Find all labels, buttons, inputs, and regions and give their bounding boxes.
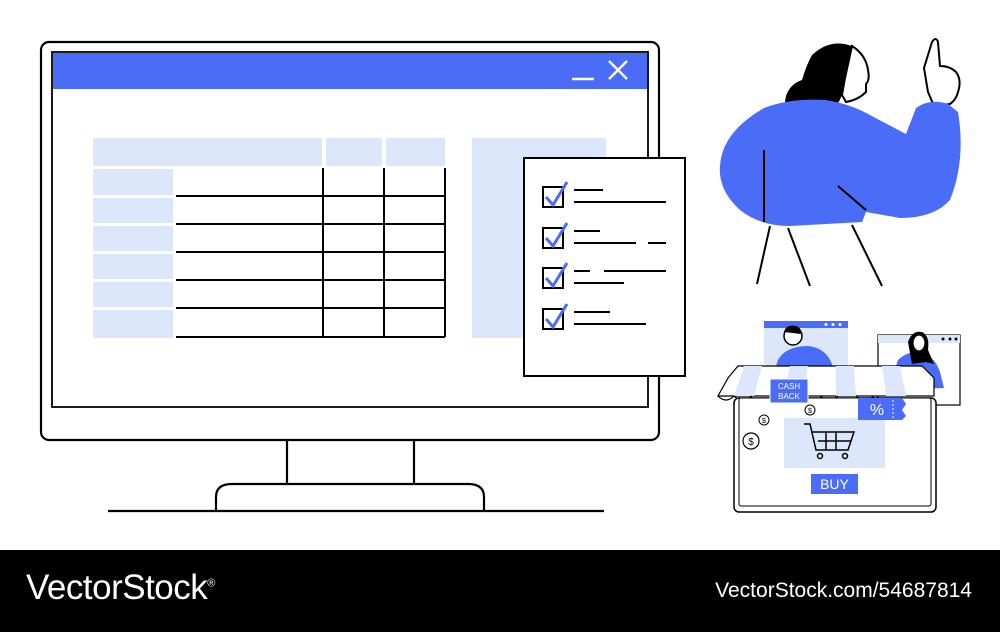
checklist-item xyxy=(542,262,666,289)
online-shop-scene: $ $ $ CASH BACK % BUY xyxy=(716,321,961,513)
table-header-cell xyxy=(326,138,382,166)
monitor-base xyxy=(214,482,486,510)
brand-name: VectorStock xyxy=(26,568,208,607)
cashback-label-line1: CASH xyxy=(778,382,800,391)
discount-percent-label: % xyxy=(870,402,884,419)
svg-text:$: $ xyxy=(762,418,766,425)
trademark-symbol: ® xyxy=(207,577,215,590)
buy-button-label: BUY xyxy=(820,476,849,492)
buy-button[interactable]: BUY xyxy=(811,474,858,494)
watermark-footer: VectorStock® VectorStock.com/54687814 xyxy=(0,550,1000,632)
close-icon[interactable] xyxy=(608,60,628,80)
spreadsheet-table xyxy=(93,138,446,338)
illustration-canvas: $ $ $ CASH BACK % BUY xyxy=(39,38,961,513)
check-icon xyxy=(544,181,569,208)
illustration-scene: $ $ $ CASH BACK % BUY xyxy=(39,38,961,513)
checklist-item xyxy=(542,303,646,330)
cashback-badge: CASH BACK xyxy=(769,378,809,404)
table-header-cell xyxy=(93,138,322,166)
cart-panel xyxy=(784,418,885,468)
table-header-cell xyxy=(386,138,445,166)
table-row-label xyxy=(93,226,173,251)
check-icon xyxy=(544,222,569,249)
woman-sweater xyxy=(719,99,961,226)
table-row-label xyxy=(93,254,173,279)
cashback-label-line2: BACK xyxy=(778,392,800,401)
woman-hand xyxy=(922,38,961,108)
table-row-label xyxy=(93,310,173,338)
checklist-document xyxy=(523,157,686,377)
svg-text:$: $ xyxy=(748,437,754,448)
coin-icon: $ xyxy=(742,432,760,450)
window-titlebar xyxy=(53,53,647,89)
svg-text:$: $ xyxy=(808,408,812,415)
woman-face xyxy=(840,44,870,104)
monitor-neck xyxy=(285,440,416,484)
coin-icon: $ xyxy=(804,404,816,416)
table-row-label xyxy=(93,169,173,195)
brand-wordmark: VectorStock® xyxy=(26,568,215,608)
table-row-label xyxy=(93,198,173,223)
woman-pointing-figure xyxy=(719,38,961,287)
table-row-label xyxy=(93,282,173,307)
check-icon xyxy=(544,262,569,289)
checklist-item xyxy=(542,181,666,208)
shopping-cart-icon xyxy=(804,423,856,460)
stock-image-id: VectorStock.com/54687814 xyxy=(715,579,972,602)
discount-ticket: % xyxy=(858,398,906,420)
check-icon xyxy=(544,303,569,330)
coin-icon: $ xyxy=(758,414,770,426)
checklist-item xyxy=(542,222,666,249)
